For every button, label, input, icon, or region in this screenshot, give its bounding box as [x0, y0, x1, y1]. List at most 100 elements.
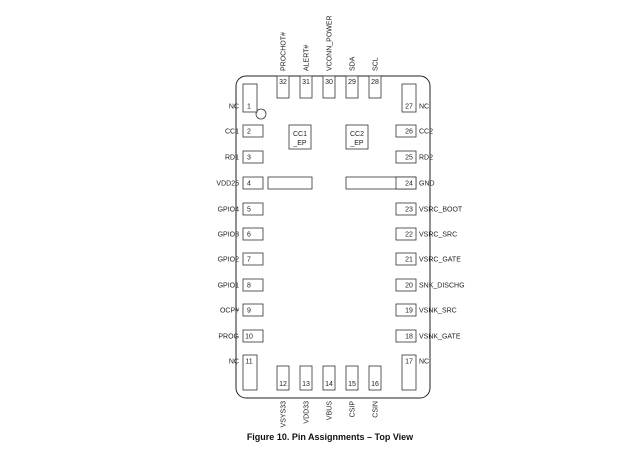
pin-32-number: 32: [279, 79, 287, 86]
pin-14-number: 14: [325, 381, 333, 388]
pin-one-marker: [255, 108, 267, 120]
pin-9-name: OCP#: [220, 308, 239, 315]
pin-31-pad: [299, 75, 313, 99]
pin-29-number: 29: [348, 79, 356, 86]
pin-21-name: VSRC_GATE: [419, 257, 461, 264]
pin-2-pad: [242, 124, 264, 138]
pin-3-number: 3: [247, 155, 251, 162]
pin-31-number: 31: [302, 79, 310, 86]
pin-4-number: 4: [247, 181, 251, 188]
pin-15-name: CSIP: [350, 401, 357, 418]
vdd25-long-pad: [267, 176, 313, 190]
pin-11-pad: [242, 354, 258, 391]
pin-14-name: VBUS: [327, 401, 334, 420]
pin-15-number: 15: [348, 381, 356, 388]
pin-18-number: 18: [405, 334, 413, 341]
pin-7-name: GPIO2: [218, 257, 240, 264]
cc1-exposed-pad: [288, 124, 312, 150]
pins-layer: 1NC2CC13RD14VDD255GPIO46GPIO37GPIO28GPIO…: [216, 15, 464, 427]
pin-14-pad: [322, 365, 336, 391]
pin-21-pad: [395, 252, 417, 266]
pin-20-pad: [395, 278, 417, 292]
pin-27-name: NC: [419, 104, 429, 111]
pin-27-pad: [401, 83, 417, 113]
pin-21-number: 21: [405, 257, 413, 264]
pin-1-pad: [242, 83, 258, 113]
pin-9-number: 9: [247, 308, 251, 315]
pin-25-number: 25: [405, 155, 413, 162]
pin-2-name: CC1: [225, 129, 239, 136]
pin-26-name: CC2: [419, 129, 433, 136]
pin-1-number: 1: [247, 104, 251, 111]
pin-27-number: 27: [405, 104, 413, 111]
pin-32-name: PROCHOT#: [281, 32, 288, 71]
pin-28-number: 28: [371, 79, 379, 86]
pin-16-pad: [368, 365, 382, 391]
pin-5-name: GPIO4: [218, 207, 240, 214]
pin-1-name: NC: [229, 104, 239, 111]
pin-7-number: 7: [247, 257, 251, 264]
pin-28-pad: [368, 75, 382, 99]
pin-9-pad: [242, 303, 264, 317]
pin-20-number: 20: [405, 283, 413, 290]
pin-12-number: 12: [279, 381, 287, 388]
pin-6-name: GPIO3: [218, 232, 240, 239]
pin-17-pad: [401, 354, 417, 391]
pin-3-name: RD1: [225, 155, 239, 162]
pin-3-pad: [242, 150, 264, 164]
pin-22-number: 22: [405, 232, 413, 239]
pin-15-pad: [345, 365, 359, 391]
figure-caption: Figure 10. Pin Assignments – Top View: [247, 432, 414, 442]
pin-10-pad: [242, 329, 264, 343]
pin-10-number: 10: [245, 334, 253, 341]
cc1-pad-label-line1: CC1: [293, 131, 307, 138]
pin-5-number: 5: [247, 207, 251, 214]
pin-31-name: ALERT#: [304, 45, 311, 71]
cc2-exposed-pad: [345, 124, 369, 150]
pin-24-pad: [395, 176, 417, 190]
pin-30-number: 30: [325, 79, 333, 86]
pin-29-name: SDA: [350, 56, 357, 71]
pin-11-number: 11: [245, 359, 252, 366]
pin-4-pad: [242, 176, 264, 190]
pin-25-pad: [395, 150, 417, 164]
pin-16-number: 16: [371, 381, 379, 388]
pin-24-name: GND: [419, 181, 435, 188]
pin-22-name: VSRC_SRC: [419, 232, 457, 239]
pin-13-number: 13: [302, 381, 310, 388]
pin-10-name: PROG: [218, 334, 239, 341]
pin-13-pad: [299, 365, 313, 391]
pin-17-name: NC: [419, 359, 429, 366]
pin-13-name: VDD33: [304, 401, 311, 424]
pin-11-name: NC: [229, 359, 239, 366]
pin-2-number: 2: [247, 129, 251, 136]
pin-8-pad: [242, 278, 264, 292]
pin-26-pad: [395, 124, 417, 138]
pin-12-pad: [276, 365, 290, 391]
pin-30-pad: [322, 75, 336, 99]
pin-18-name: VSNK_GATE: [419, 334, 461, 341]
pin-23-number: 23: [405, 207, 413, 214]
pin-25-name: RD2: [419, 155, 433, 162]
pin-28-name: SCL: [373, 57, 380, 71]
cc1-pad-label-line2: _EP: [292, 140, 307, 147]
cc2-pad-label-line1: CC2: [350, 131, 364, 138]
pin-29-pad: [345, 75, 359, 99]
pin-20-name: SNK_DISCHG: [419, 283, 465, 290]
pin-19-pad: [395, 303, 417, 317]
pin-16-name: CSIN: [373, 401, 380, 418]
pin-23-pad: [395, 202, 417, 216]
pin-8-name: GPIO1: [218, 283, 240, 290]
pin-26-number: 26: [405, 129, 413, 136]
pin-7-pad: [242, 252, 264, 266]
pin-24-number: 24: [405, 181, 413, 188]
pin-6-number: 6: [247, 232, 251, 239]
pin-23-name: VSRC_BOOT: [419, 207, 463, 214]
pin-17-number: 17: [405, 359, 413, 366]
pin-6-pad: [242, 227, 264, 241]
pin-4-name: VDD25: [216, 181, 239, 188]
pin-12-name: VSYS33: [281, 401, 288, 428]
pin-8-number: 8: [247, 283, 251, 290]
pin-30-name: VCONN_POWER: [327, 15, 334, 71]
